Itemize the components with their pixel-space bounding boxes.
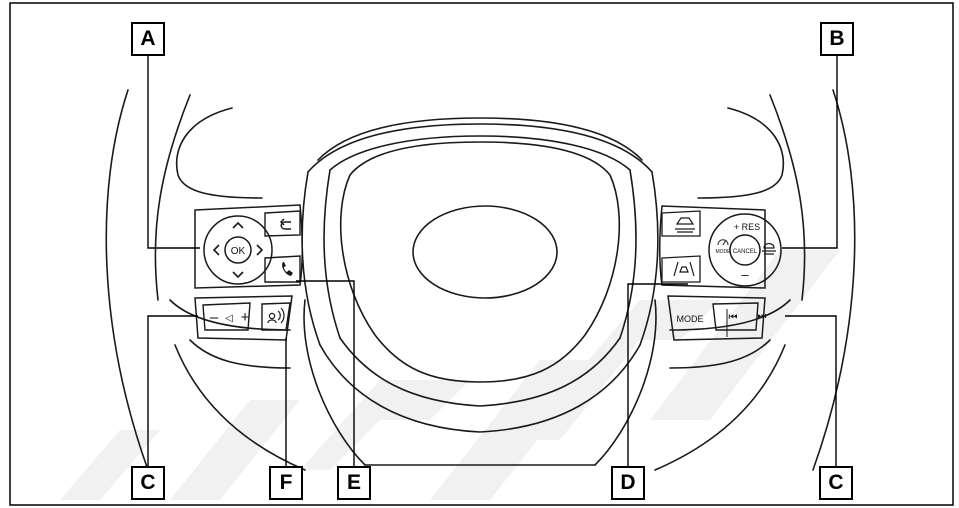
volume-icon: ◁ bbox=[225, 313, 233, 324]
callout-c-right: C bbox=[819, 466, 853, 500]
distance-button[interactable] bbox=[661, 210, 701, 237]
mode-button[interactable]: MODE bbox=[677, 314, 704, 324]
talk-switch[interactable] bbox=[261, 302, 291, 331]
lane-assist-button[interactable] bbox=[661, 255, 701, 283]
cruise-mode-button[interactable]: MODE bbox=[716, 239, 732, 255]
watermark bbox=[60, 250, 840, 500]
return-arrow-icon bbox=[279, 218, 291, 230]
leader-e bbox=[296, 280, 355, 466]
next-track-button[interactable]: ⏭ bbox=[758, 311, 767, 322]
phone-button[interactable] bbox=[264, 255, 301, 283]
callout-a: A bbox=[131, 22, 165, 56]
back-button[interactable] bbox=[264, 210, 301, 237]
leader-b bbox=[782, 56, 838, 249]
up-arrow-icon bbox=[232, 221, 244, 229]
set-minus-button[interactable]: – bbox=[741, 267, 749, 282]
volume-down-button[interactable]: – bbox=[210, 309, 219, 326]
horn-pad-emblem bbox=[412, 205, 558, 299]
callout-c-left: C bbox=[131, 466, 165, 500]
cruise-mode-label: MODE bbox=[716, 249, 732, 255]
prev-track-button[interactable]: ⏮ bbox=[729, 312, 738, 323]
cruise-control-dial[interactable] bbox=[708, 213, 782, 287]
volume-switch[interactable] bbox=[202, 302, 251, 331]
res-button[interactable]: + RES bbox=[734, 222, 760, 232]
down-arrow-icon bbox=[232, 271, 244, 279]
callout-d: D bbox=[611, 466, 645, 500]
voice-command-icon bbox=[267, 307, 285, 324]
ok-button[interactable]: OK bbox=[231, 246, 246, 257]
cursor-arrows bbox=[212, 221, 264, 279]
track-switch[interactable] bbox=[712, 302, 759, 337]
leader-a bbox=[147, 56, 200, 249]
cruise-main-button[interactable] bbox=[762, 242, 776, 255]
callout-b: B bbox=[820, 22, 854, 56]
right-arrow-icon bbox=[256, 244, 264, 256]
cursor-pad[interactable] bbox=[203, 215, 273, 285]
left-arrow-icon bbox=[212, 244, 220, 256]
volume-up-button[interactable]: + bbox=[241, 309, 250, 326]
callout-e: E bbox=[337, 466, 371, 500]
right-switch-panel bbox=[659, 205, 766, 341]
cancel-button[interactable]: CANCEL bbox=[733, 249, 758, 255]
callout-f: F bbox=[269, 466, 303, 500]
leader-c-right bbox=[785, 315, 837, 466]
vehicle-distance-icon bbox=[675, 217, 695, 233]
leader-c-left bbox=[147, 315, 198, 466]
diagram-frame bbox=[9, 2, 954, 506]
cruise-mode-icon bbox=[717, 239, 729, 246]
phone-icon bbox=[282, 262, 293, 276]
leader-lines bbox=[147, 56, 838, 466]
leader-d bbox=[627, 283, 688, 466]
wheel-outline bbox=[105, 89, 856, 471]
cruise-control-icon bbox=[762, 242, 776, 255]
lane-assist-icon bbox=[673, 261, 695, 277]
